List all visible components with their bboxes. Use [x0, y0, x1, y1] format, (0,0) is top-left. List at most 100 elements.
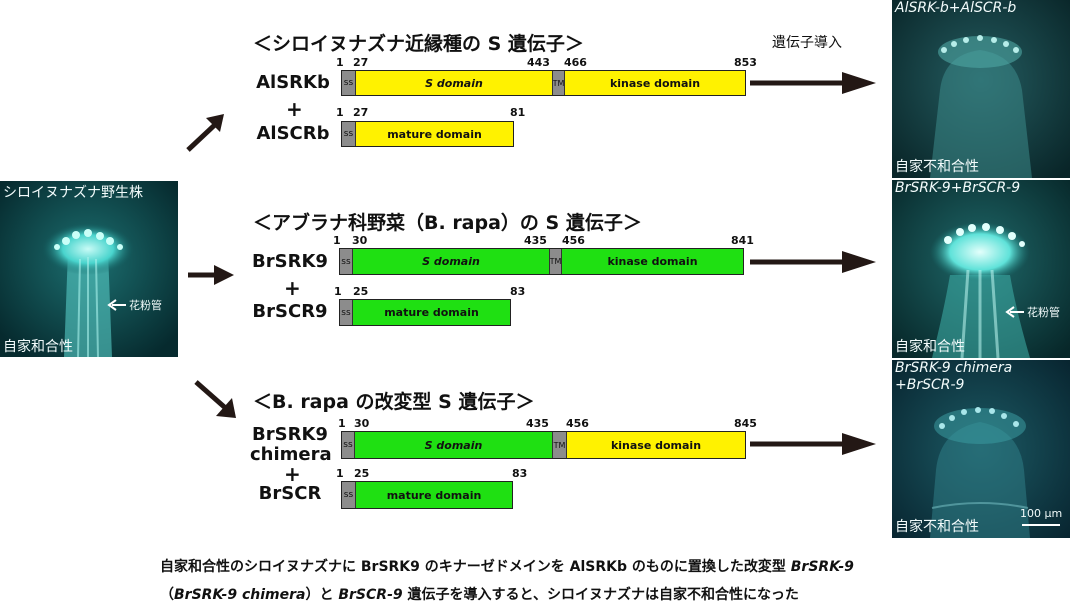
- caption-line-2-gene-1: BrSRK-9 chimera: [174, 587, 306, 603]
- tick: 81: [510, 106, 526, 119]
- section-2-receptor-bar: ss S domain TM kinase domain: [339, 248, 744, 275]
- tick: 1: [336, 56, 344, 69]
- arrow-down-right-icon: [194, 380, 236, 418]
- transfer-arrow-3-icon: [750, 433, 876, 455]
- arrow-right-icon: [188, 265, 234, 285]
- gene-transfer-label: 遺伝子導入: [772, 35, 842, 51]
- left-arrow-icon: [107, 299, 126, 311]
- caption-line-2-conj: ）と: [305, 587, 339, 603]
- caption-line-2-text: 遺伝子を導入すると、シロイヌナズナは自家不和合性になった: [402, 587, 799, 603]
- caption-line-2: （BrSRK-9 chimera）と BrSCR-9 遺伝子を導入すると、シロイ…: [160, 584, 799, 604]
- section-3-ligand-name: BrSCR: [258, 483, 322, 504]
- section-1-receptor-bar: ss S domain TM kinase domain: [341, 70, 746, 96]
- section-3-plus: +: [284, 462, 301, 486]
- s-domain-label: S domain: [422, 255, 480, 268]
- tick: 456: [562, 234, 585, 247]
- transmembrane-domain: TM: [552, 71, 564, 95]
- scale-bar: [1022, 524, 1060, 526]
- section-2-title: ＜アブラナ科野菜（B. rapa）の S 遺伝子＞: [253, 208, 642, 235]
- wild-type-flower-image: [0, 181, 178, 357]
- result-photo-2-title: BrSRK-9+BrSCR-9: [895, 180, 1021, 196]
- transmembrane-domain: TM: [549, 249, 561, 274]
- section-1-ligand-bar: ss mature domain: [341, 121, 514, 147]
- tick: 83: [512, 467, 528, 480]
- mature-domain: mature domain: [355, 122, 513, 146]
- tick: 1: [333, 234, 341, 247]
- tick: 83: [510, 285, 526, 298]
- result-photo-3-status: 自家不和合性: [895, 519, 979, 535]
- result-photo-3-flower-image: [892, 360, 1070, 538]
- tick: 27: [353, 106, 369, 119]
- pollen-tube-label: 花粉管: [1027, 306, 1060, 319]
- tick: 435: [526, 417, 549, 430]
- section-1-title-text: ＜シロイヌナズナ近縁種の S 遺伝子＞: [253, 33, 584, 55]
- signal-sequence: ss: [342, 432, 354, 458]
- section-3-receptor-bar: ss S domain TM kinase domain: [341, 431, 746, 459]
- signal-sequence: ss: [340, 249, 352, 274]
- kinase-domain: kinase domain: [566, 432, 745, 458]
- mature-domain: mature domain: [355, 482, 512, 508]
- wild-type-status: 自家和合性: [3, 339, 73, 355]
- section-2-ligand-bar: ss mature domain: [339, 299, 511, 326]
- tick: 435: [524, 234, 547, 247]
- section-1-title: ＜シロイヌナズナ近縁種の S 遺伝子＞: [253, 29, 584, 56]
- tick: 1: [336, 467, 344, 480]
- wild-type-photo: シロイヌナズナ野生株 花粉管 自家和合性: [0, 181, 178, 357]
- tick: 25: [353, 285, 369, 298]
- caption-line-1-gene: BrSRK-9: [790, 559, 854, 575]
- kinase-domain: kinase domain: [561, 249, 743, 274]
- left-arrow-icon: [1005, 306, 1024, 318]
- result-photo-1-status: 自家不和合性: [895, 159, 979, 175]
- section-3-title: ＜B. rapa の改変型 S 遺伝子＞: [253, 387, 534, 414]
- tick: 25: [354, 467, 370, 480]
- s-domain: S domain: [352, 249, 549, 274]
- section-3-receptor-name: BrSRK9 chimera: [250, 424, 332, 465]
- section-2-ligand-name: BrSCR9: [252, 301, 328, 322]
- result-photo-1-title: AlSRK-b+AlSCR-b: [895, 0, 1017, 16]
- transfer-arrow-1-icon: [750, 72, 876, 94]
- scale-bar-label: 100 μm: [1020, 507, 1063, 520]
- signal-sequence: ss: [342, 122, 355, 146]
- tick: 466: [564, 56, 587, 69]
- tick: 443: [527, 56, 550, 69]
- section-2-plus: +: [284, 276, 301, 300]
- signal-sequence: ss: [342, 482, 355, 508]
- tick: 30: [352, 234, 368, 247]
- tick: 30: [354, 417, 370, 430]
- tick: 853: [734, 56, 757, 69]
- result-photo-2-flower-image: [892, 180, 1070, 358]
- mature-domain: mature domain: [352, 300, 510, 325]
- section-3-title-text: ＜B. rapa の改変型 S 遺伝子＞: [253, 391, 535, 413]
- transmembrane-domain: TM: [552, 432, 566, 458]
- tick: 27: [353, 56, 369, 69]
- caption-line-2-open: （: [160, 587, 174, 603]
- section-3-receptor-name-line1: BrSRK9: [252, 424, 328, 445]
- pollen-tube-pointer: 花粉管: [1004, 304, 1060, 320]
- result-photo-3: BrSRK-9 chimera +BrSCR-9 自家不和合性 100 μm: [892, 360, 1070, 538]
- tick: 841: [731, 234, 754, 247]
- pollen-tube-pointer: 花粉管: [106, 297, 162, 313]
- transfer-arrow-2-icon: [750, 251, 876, 273]
- result-photo-3-title-line2: +BrSCR-9: [895, 377, 965, 393]
- caption-line-1: 自家和合性のシロイヌナズナに BrSRK9 のキナーゼドメインを AlSRKb …: [160, 556, 854, 576]
- kinase-domain: kinase domain: [564, 71, 745, 95]
- s-domain: S domain: [354, 432, 552, 458]
- signal-sequence: ss: [340, 300, 352, 325]
- tick: 1: [336, 106, 344, 119]
- caption-line-1-text: 自家和合性のシロイヌナズナに BrSRK9 のキナーゼドメインを AlSRKb …: [160, 559, 791, 575]
- wild-type-photo-title: シロイヌナズナ野生株: [3, 185, 143, 201]
- tick: 1: [338, 417, 346, 430]
- result-photo-3-title: BrSRK-9 chimera +BrSCR-9: [895, 360, 1012, 394]
- s-domain: S domain: [355, 71, 552, 95]
- arrow-up-right-icon: [186, 114, 224, 152]
- result-photo-3-title-line1: BrSRK-9 chimera: [895, 360, 1013, 376]
- tick: 456: [566, 417, 589, 430]
- signal-sequence: ss: [342, 71, 355, 95]
- s-domain-label: S domain: [425, 76, 483, 90]
- result-photo-2: BrSRK-9+BrSCR-9 花粉管 自家和合性: [892, 180, 1070, 358]
- result-photo-1-flower-image: [892, 0, 1070, 178]
- section-1-ligand-name: AlSCRb: [256, 123, 330, 144]
- s-domain-label: S domain: [424, 438, 483, 452]
- result-photo-1: AlSRK-b+AlSCR-b 自家不和合性: [892, 0, 1070, 178]
- caption-line-2-gene-2: BrSCR-9: [338, 587, 403, 603]
